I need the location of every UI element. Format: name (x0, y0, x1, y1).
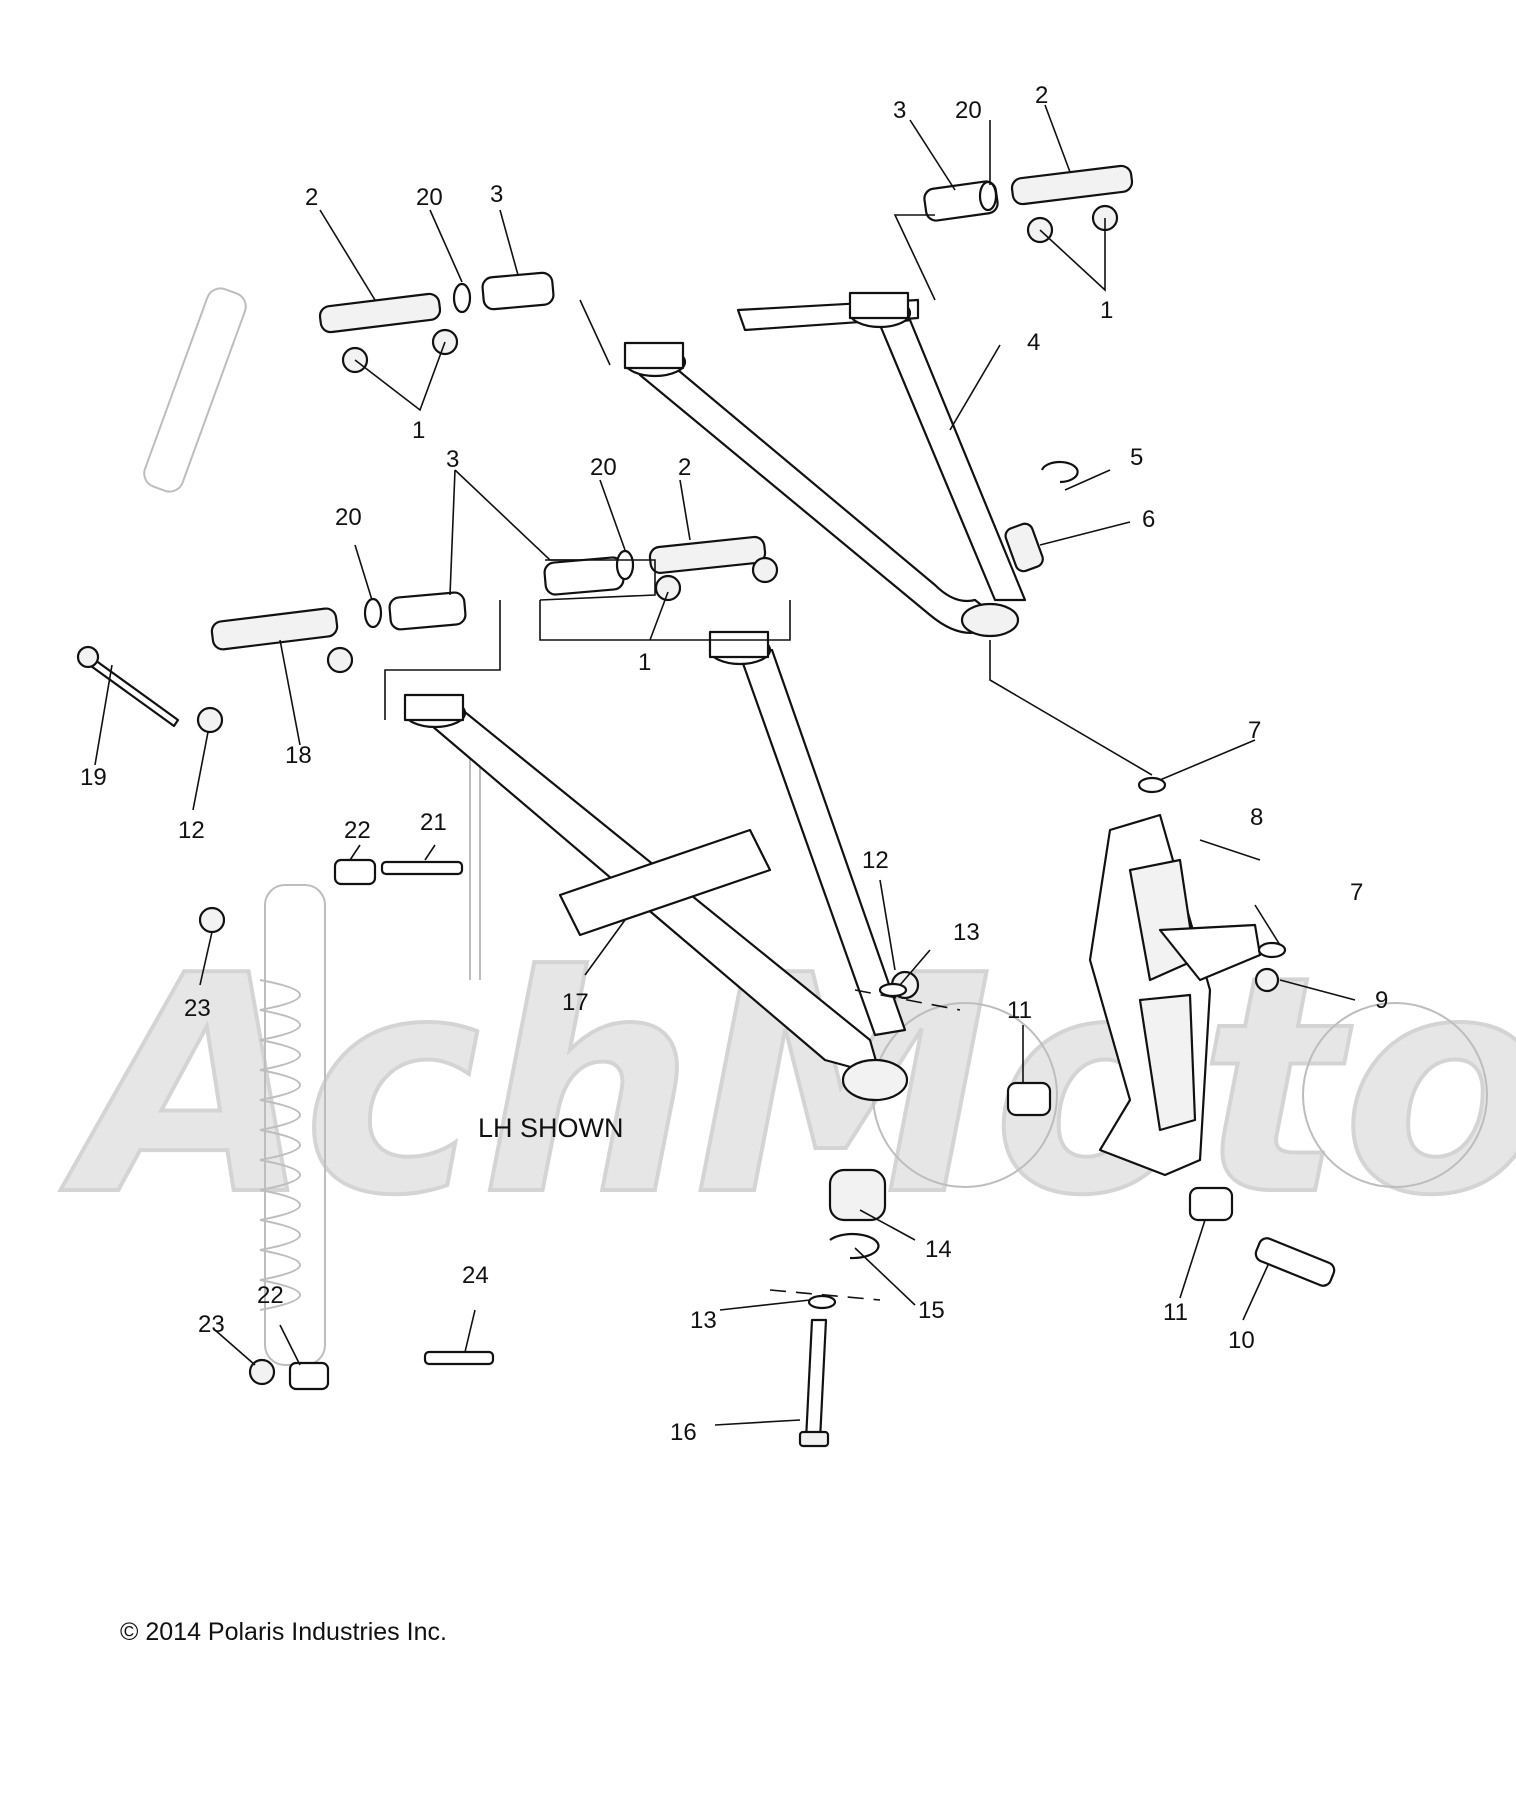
nut-lower-left (326, 646, 354, 674)
callout-7-top: 7 (1248, 717, 1261, 744)
callout-6: 6 (1142, 506, 1155, 533)
circlip-5 (1040, 460, 1079, 484)
washer-upper-right (978, 180, 998, 212)
lower-a-arm (403, 630, 909, 1102)
callout-19: 19 (80, 764, 107, 791)
callout-2-upper-right: 2 (1035, 82, 1048, 109)
lh-shown-note: LH SHOWN (478, 1113, 624, 1143)
callout-3-upper-right: 3 (893, 97, 906, 124)
nut-23-upper (198, 906, 226, 934)
callout-12-right: 12 (862, 847, 889, 874)
bushing-upper-left (481, 271, 555, 311)
nut-9 (1254, 967, 1280, 993)
callout-20-lower-left: 20 (335, 504, 362, 531)
callout-13-upper: 13 (953, 919, 980, 946)
alignment-lines (384, 559, 961, 1301)
bolt-6 (1004, 522, 1044, 573)
pivot-pin-upper-right (1010, 164, 1134, 206)
callout-2-lower: 2 (678, 454, 691, 481)
pivot-pin-upper-left (318, 292, 442, 334)
bolt-16-head (798, 1430, 830, 1448)
callout-14: 14 (925, 1236, 952, 1263)
circlip-15 (829, 1232, 880, 1260)
callout-16: 16 (670, 1419, 697, 1446)
callout-2-upper-left: 2 (305, 184, 318, 211)
bolt-long-head (76, 645, 100, 669)
nut-lower-mid-a (654, 574, 682, 602)
copyright-notice: © 2014 Polaris Industries Inc. (120, 1618, 447, 1646)
upper-a-arm (623, 291, 1027, 638)
ball-joint-14 (828, 1168, 887, 1222)
watermark-wheel-right (1302, 1002, 1488, 1188)
callout-10: 10 (1228, 1327, 1255, 1354)
bushing-22-lower (288, 1361, 330, 1391)
bolt-24 (423, 1350, 495, 1366)
callout-21: 21 (420, 809, 447, 836)
callout-22-lower: 22 (257, 1282, 284, 1309)
callout-9: 9 (1375, 987, 1388, 1014)
washer-lower-left (363, 597, 383, 629)
callout-23-lower: 23 (198, 1311, 225, 1338)
bolt-long (82, 653, 180, 728)
callout-7-side: 7 (1350, 879, 1363, 906)
washer-13-upper (878, 982, 908, 998)
bolt-16 (804, 1318, 828, 1442)
hardware (76, 164, 1336, 1448)
callout-22-upper: 22 (344, 817, 371, 844)
callout-17: 17 (562, 989, 589, 1016)
pivot-pin-lower-mid (648, 535, 767, 574)
callout-1-lower: 1 (638, 649, 651, 676)
callouts: 2 20 3 1 3 20 2 1 4 5 6 3 20 2 1 20 18 1… (80, 82, 1388, 1446)
bolt-21 (380, 860, 464, 876)
callout-20-upper-right: 20 (955, 97, 982, 124)
callout-4: 4 (1027, 329, 1040, 356)
bushing-11-left (1006, 1081, 1052, 1117)
callout-15: 15 (918, 1297, 945, 1324)
callout-11-left: 11 (1007, 997, 1032, 1024)
callout-24: 24 (462, 1262, 489, 1289)
washer-lower-mid (615, 549, 635, 581)
spindle-knuckle (1088, 813, 1262, 1177)
washer-upper-left (452, 282, 472, 314)
sleeve-10 (1254, 1237, 1336, 1287)
callout-3-lower: 3 (446, 446, 459, 473)
callout-5: 5 (1130, 444, 1143, 471)
callout-11-right: 11 (1163, 1299, 1188, 1326)
leader-lines (94, 104, 1356, 1426)
washer-7-top (1137, 776, 1167, 794)
washer-13-lower (807, 1294, 837, 1310)
watermark-text: AchMoto (57, 912, 1516, 1261)
bushing-lower-left (388, 591, 467, 631)
bushing-22-upper (333, 858, 377, 886)
callout-1-upper-left: 1 (412, 417, 425, 444)
nut-12-left (196, 706, 224, 734)
callout-18: 18 (285, 742, 312, 769)
callout-12-left: 12 (178, 817, 205, 844)
washer-7-side (1257, 941, 1287, 959)
bushing-11-right (1188, 1186, 1234, 1222)
callout-8: 8 (1250, 804, 1263, 831)
callout-3-upper-left: 3 (490, 181, 503, 208)
nut-lower-mid-b (751, 556, 779, 584)
nut-23-lower (248, 1358, 276, 1386)
callout-20-upper-left: 20 (416, 184, 443, 211)
callout-1-upper-right: 1 (1100, 297, 1113, 324)
callout-20-lower-mid: 20 (590, 454, 617, 481)
callout-13-lower: 13 (690, 1307, 717, 1334)
callout-23-upper: 23 (184, 995, 211, 1022)
pivot-pin-lower-left (210, 607, 339, 651)
bushing-lower-mid (543, 556, 625, 596)
